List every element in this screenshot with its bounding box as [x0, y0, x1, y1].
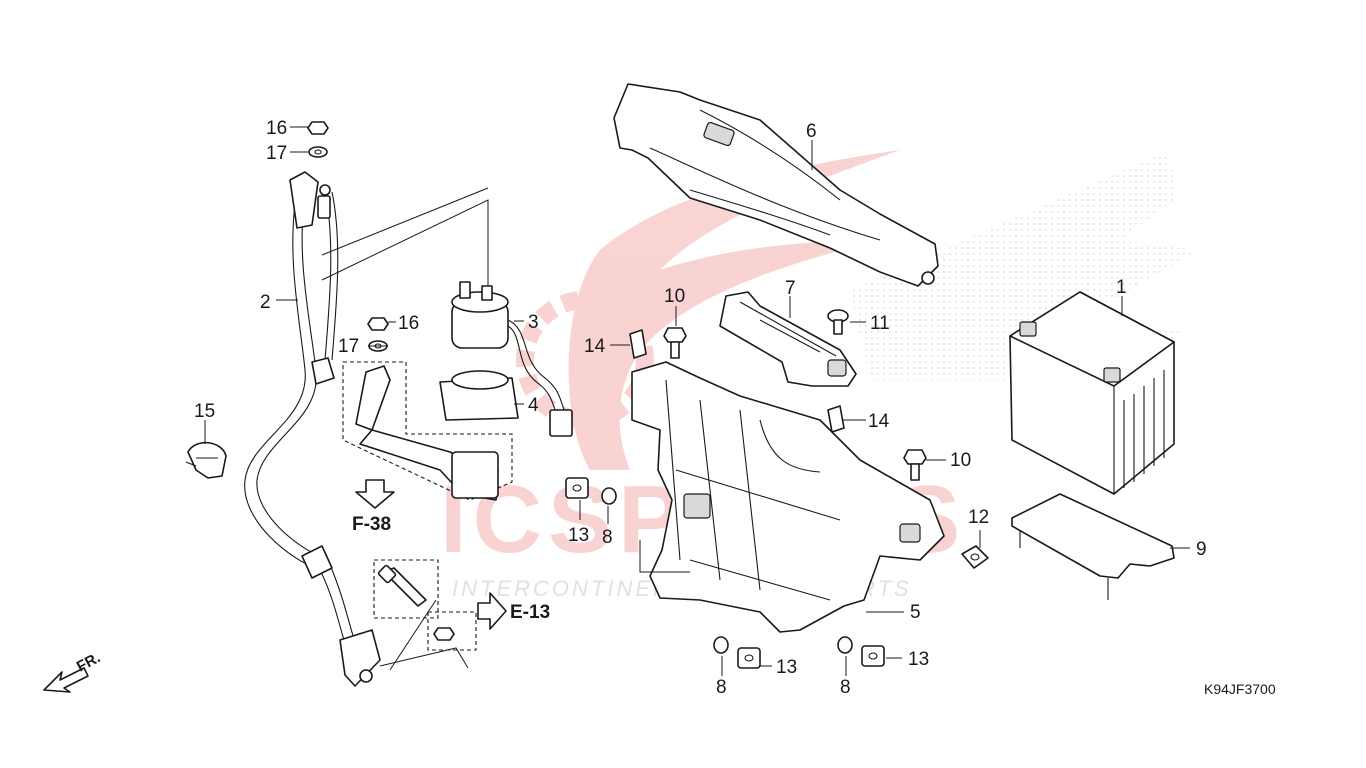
battery-box-part-5[interactable]: [631, 361, 945, 633]
callout-11[interactable]: 11: [870, 313, 890, 334]
clip-nut-part-13-a[interactable]: [565, 477, 589, 499]
callout-3[interactable]: 3: [528, 312, 539, 333]
diagram-code: K94JF3700: [1204, 681, 1276, 697]
callout-13-c[interactable]: 13: [908, 649, 929, 670]
callout-15[interactable]: 15: [194, 401, 215, 422]
callout-14-right[interactable]: 14: [868, 411, 890, 432]
callout-13-a[interactable]: 13: [568, 525, 589, 546]
callout-4[interactable]: 4: [528, 395, 539, 416]
strap-part-7[interactable]: [719, 291, 857, 387]
clip-nut-part-13-b[interactable]: [737, 647, 761, 669]
callout-1[interactable]: 1: [1116, 277, 1127, 298]
callout-5[interactable]: 5: [910, 602, 921, 623]
callout-10-lower[interactable]: 10: [950, 450, 971, 471]
grommet-part-8-b[interactable]: [713, 636, 729, 654]
grommet-part-8-c[interactable]: [837, 636, 853, 654]
leader-lines: [204, 126, 1190, 676]
e13-subassembly: [373, 559, 477, 671]
nut-part-12[interactable]: [961, 545, 989, 569]
ref-f38-label: F-38: [352, 514, 391, 535]
clip-part-14-left[interactable]: [629, 329, 647, 359]
callout-17-lower[interactable]: 17: [338, 336, 359, 357]
callout-16-upper[interactable]: 16: [266, 118, 287, 139]
callout-12[interactable]: 12: [968, 507, 989, 528]
callout-10-upper[interactable]: 10: [664, 286, 685, 307]
cover-part-6[interactable]: [613, 83, 939, 287]
callout-6[interactable]: 6: [806, 121, 817, 142]
gear-logo-icon: [568, 150, 900, 470]
ref-arrow-f38[interactable]: F-38: [352, 479, 395, 535]
callout-8-c[interactable]: 8: [840, 677, 851, 698]
ref-e13-label: E-13: [510, 602, 550, 623]
bolt-part-10-lower[interactable]: [903, 449, 927, 481]
grommet-part-8-a[interactable]: [601, 487, 617, 505]
callout-8-a[interactable]: 8: [602, 527, 613, 548]
callout-7[interactable]: 7: [785, 278, 796, 299]
callout-9[interactable]: 9: [1196, 539, 1207, 560]
battery-pad-part-9[interactable]: [1011, 493, 1175, 600]
wing-logo-icon: [850, 150, 1200, 380]
callout-14-left[interactable]: 14: [584, 336, 606, 357]
clip-nut-part-13-c[interactable]: [861, 645, 885, 667]
callouts: 16 17 2 16 17 3 4 15 6 7 10 11 14 14 10 …: [194, 118, 1207, 698]
callout-16-lower[interactable]: 16: [398, 313, 419, 334]
nut-part-16-lower[interactable]: [367, 317, 389, 331]
screw-part-11[interactable]: [827, 309, 849, 335]
washer-part-17-upper[interactable]: [308, 146, 328, 158]
clip-part-14-right[interactable]: [827, 405, 845, 433]
relay-cover-part-4[interactable]: [439, 370, 519, 421]
bolt-part-10-upper[interactable]: [663, 327, 687, 359]
clamp-part-15[interactable]: [185, 441, 227, 479]
battery-cable-part-2[interactable]: [244, 171, 381, 687]
front-direction-indicator: FR.: [43, 649, 103, 693]
ref-arrow-e13[interactable]: E-13: [477, 592, 550, 630]
callout-2[interactable]: 2: [260, 292, 271, 313]
f38-subassembly: [342, 361, 513, 501]
nut-part-16-upper[interactable]: [307, 121, 329, 135]
callout-17-upper[interactable]: 17: [266, 143, 287, 164]
front-arrow-icon: [43, 667, 89, 693]
starter-relay-part-3[interactable]: [451, 281, 573, 437]
callout-8-b[interactable]: 8: [716, 677, 727, 698]
callout-13-b[interactable]: 13: [776, 657, 797, 678]
battery-part-1[interactable]: [1009, 291, 1175, 495]
